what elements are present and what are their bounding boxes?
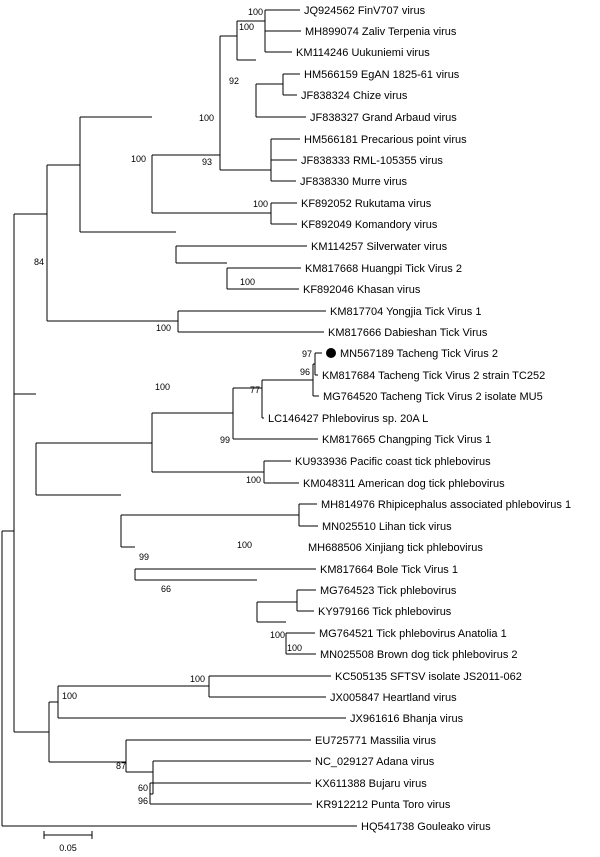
bootstrap-value: 84 <box>34 257 44 267</box>
scale-bar-label: 0.05 <box>59 843 77 853</box>
bootstrap-value: 96 <box>138 796 148 806</box>
scale-bar: 0.05 <box>43 831 93 853</box>
taxon-label: MG764521 Tick phlebovirus Anatolia 1 <box>319 628 507 640</box>
taxon-label: KM817665 Changping Tick Virus 1 <box>322 434 491 446</box>
bootstrap-value: 92 <box>229 76 239 86</box>
bootstrap-value: 60 <box>138 783 148 793</box>
taxon-label: KM817664 Bole Tick Virus 1 <box>320 564 458 576</box>
bootstrap-value: 100 <box>240 277 255 287</box>
taxon-label: KF892052 Rukutama virus <box>301 198 432 210</box>
tree-branches <box>1 9 357 827</box>
bootstrap-value: 100 <box>156 323 171 333</box>
taxon-label: KM817684 Tacheng Tick Virus 2 strain TC2… <box>322 370 545 382</box>
taxon-label: LC146427 Phlebovirus sp. 20A L <box>268 413 428 425</box>
taxon-label: HM566159 EgAN 1825-61 virus <box>304 69 460 81</box>
taxon-label: KM817704 Yongjia Tick Virus 1 <box>330 306 481 318</box>
taxon-label: JF838327 Grand Arbaud virus <box>310 112 457 124</box>
bootstrap-values: 100 100 92 100 93 100 100 100 84 100 97 … <box>34 7 312 806</box>
taxon-label: JF838324 Chize virus <box>301 90 408 102</box>
taxon-label: HM566181 Precarious point virus <box>304 134 467 146</box>
taxon-label: KX611388 Bujaru virus <box>315 778 427 790</box>
bootstrap-value: 99 <box>139 552 149 562</box>
bootstrap-value: 100 <box>246 475 261 485</box>
bootstrap-value: 100 <box>287 643 302 653</box>
taxon-labels: JQ924562 FinV707 virus MH899074 Zaliv Te… <box>268 5 571 833</box>
bootstrap-value: 100 <box>237 540 252 550</box>
bootstrap-value: 99 <box>220 435 230 445</box>
taxon-label: KY979166 Tick phlebovirus <box>318 606 452 618</box>
bootstrap-value: 87 <box>116 761 126 771</box>
bootstrap-value: 97 <box>302 349 312 359</box>
taxon-label: JX961616 Bhanja virus <box>350 713 464 725</box>
taxon-label: KF892046 Khasan virus <box>303 284 421 296</box>
taxon-label: KC505135 SFTSV isolate JS2011-062 <box>335 671 522 683</box>
taxon-label: MH688506 Xinjiang tick phlebovirus <box>308 542 483 554</box>
bootstrap-value: 100 <box>62 691 77 701</box>
taxon-label: KF892049 Komandory virus <box>301 219 438 231</box>
taxon-label: HQ541738 Gouleako virus <box>361 821 491 833</box>
bootstrap-value: 96 <box>300 367 310 377</box>
taxon-label: KM114257 Silverwater virus <box>311 241 448 253</box>
bootstrap-value: 100 <box>190 674 205 684</box>
bootstrap-value: 66 <box>161 584 171 594</box>
taxon-label: JF838333 RML-105355 virus <box>301 155 443 167</box>
taxon-label: JF838330 Murre virus <box>300 176 407 188</box>
taxon-label: KM817666 Dabieshan Tick Virus <box>328 327 488 339</box>
taxon-label: NC_029127 Adana virus <box>315 756 435 768</box>
bootstrap-value: 100 <box>253 199 268 209</box>
taxon-label: MN025508 Brown dog tick phlebovirus 2 <box>320 649 518 661</box>
taxon-label: KU933936 Pacific coast tick phlebovirus <box>295 456 491 468</box>
taxon-label: MH814976 Rhipicephalus associated phlebo… <box>321 499 571 511</box>
bootstrap-value: 100 <box>248 7 263 17</box>
bootstrap-value: 100 <box>155 382 170 392</box>
taxon-label: MH899074 Zaliv Terpenia virus <box>305 26 457 38</box>
taxon-label: EU725771 Massilia virus <box>315 735 437 747</box>
taxon-label: KM114246 Uukuniemi virus <box>296 47 430 59</box>
taxon-label: KM048311 American dog tick phlebovirus <box>303 478 505 490</box>
taxon-label: MN025510 Lihan tick virus <box>322 521 452 533</box>
bootstrap-value: 77 <box>250 385 260 395</box>
taxon-label: JQ924562 FinV707 virus <box>304 5 426 17</box>
bootstrap-value: 100 <box>131 154 146 164</box>
bootstrap-value: 100 <box>239 22 254 32</box>
bootstrap-value: 93 <box>202 157 212 167</box>
taxon-label: KM817668 Huangpi Tick Virus 2 <box>305 263 462 275</box>
bootstrap-value: 100 <box>199 113 214 123</box>
taxon-label: MN567189 Tacheng Tick Virus 2 <box>340 348 498 360</box>
taxon-label: JX005847 Heartland virus <box>330 692 457 704</box>
bootstrap-value: 100 <box>270 630 285 640</box>
taxon-label: MG764520 Tacheng Tick Virus 2 isolate MU… <box>323 391 543 403</box>
filled-circle-icon <box>326 348 336 358</box>
taxon-label: KR912212 Punta Toro virus <box>316 799 451 811</box>
taxon-label: MG764523 Tick phlebovirus <box>320 585 457 597</box>
